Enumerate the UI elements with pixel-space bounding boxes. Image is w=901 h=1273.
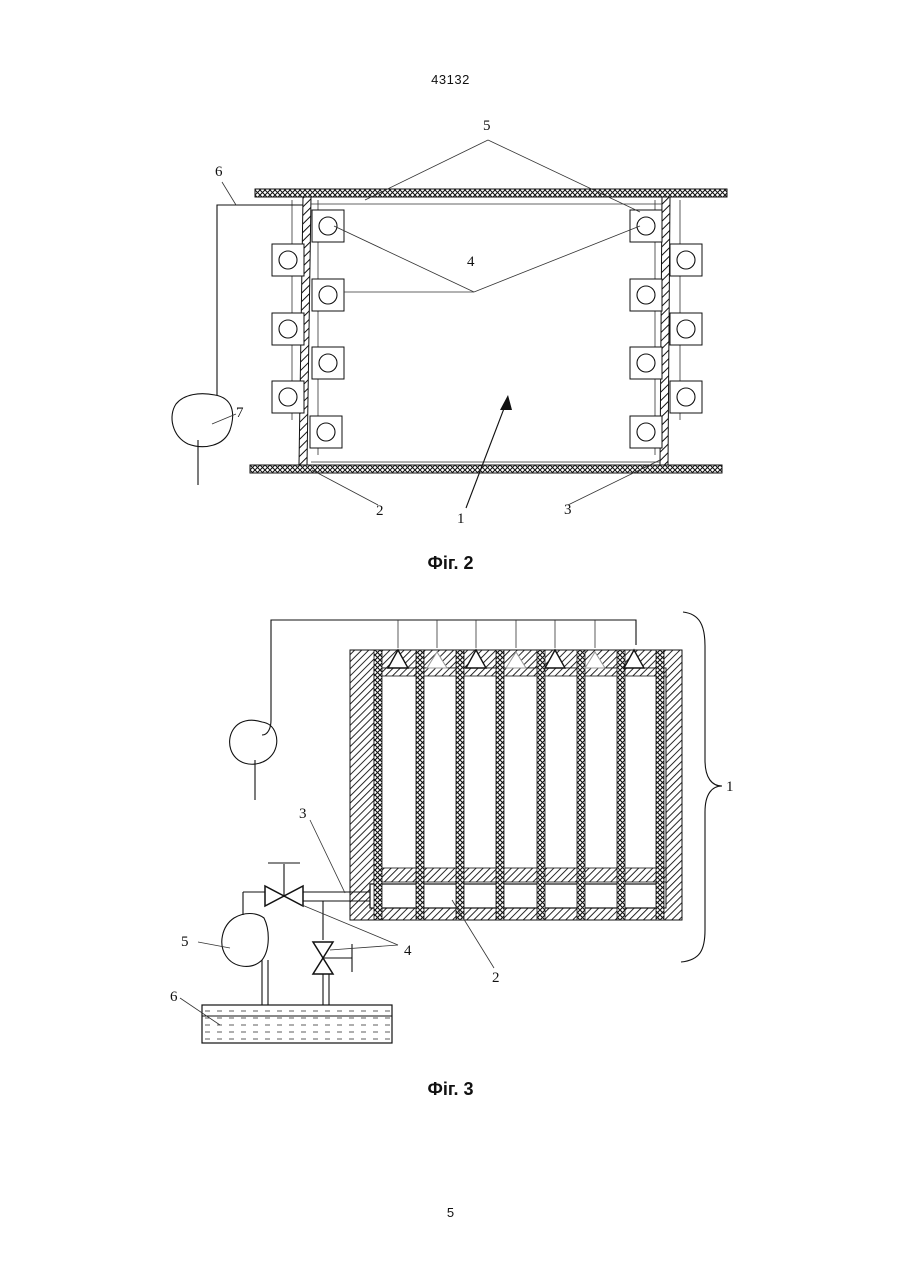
fig3-label-1: 1: [726, 779, 734, 795]
tank-6: [202, 1005, 392, 1043]
fig3-label-6: 6: [170, 989, 178, 1005]
upper-fan: [230, 720, 277, 800]
fig3-label-4: 4: [404, 943, 412, 959]
main-valve: [265, 863, 303, 906]
figure-3-caption: Фіг. 3: [0, 1079, 901, 1100]
fig3-label-2: 2: [492, 970, 500, 986]
fig3-label-3: 3: [299, 806, 307, 822]
page-number-bottom: 5: [0, 1205, 901, 1220]
figure-3-diagram: 1 3 5 4 2 6: [0, 0, 901, 1080]
pump-5: [222, 905, 268, 1020]
air-distribution-branches: [398, 620, 595, 648]
drain-valve: [313, 942, 352, 974]
collector-2: [370, 884, 660, 908]
fig3-label-5: 5: [181, 934, 189, 950]
